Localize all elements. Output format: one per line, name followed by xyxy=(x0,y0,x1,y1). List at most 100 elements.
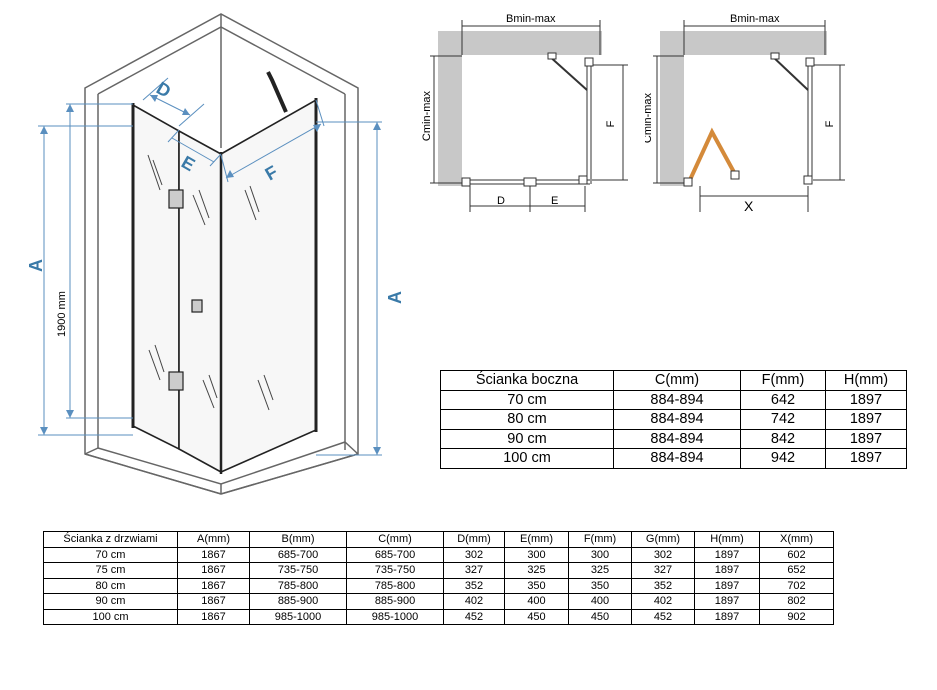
table-cell: 785-800 xyxy=(249,577,347,594)
table-cell: 802 xyxy=(759,593,834,610)
label-A-right: A xyxy=(385,291,405,304)
table-cell: 450 xyxy=(568,608,632,625)
table-cell: 80 cm xyxy=(43,577,178,594)
table-cell: 785-800 xyxy=(346,577,444,594)
table-cell: 702 xyxy=(759,577,834,594)
table-cell: 735-750 xyxy=(346,562,444,579)
upper-hinge-icon xyxy=(168,189,184,209)
isometric-shower-view: D E F A 1900 mm A xyxy=(26,13,405,495)
side-header-cell: C(mm) xyxy=(613,370,741,391)
door-header-cell: E(mm) xyxy=(504,531,569,548)
door-header-cell: D(mm) xyxy=(443,531,505,548)
table-cell: 90 cm xyxy=(43,593,178,610)
table-cell: 985-1000 xyxy=(346,608,444,625)
label-cmin-max-right: Cmin-max xyxy=(645,92,654,143)
side-header-cell: H(mm) xyxy=(825,370,907,391)
door-header-cell: Ścianka z drzwiami xyxy=(43,531,178,548)
table-cell: 885-900 xyxy=(249,593,347,610)
table-cell: 352 xyxy=(631,577,695,594)
hardware xyxy=(168,71,288,391)
label-cmin-max-left: Cmin-max xyxy=(421,90,433,141)
table-cell: 985-1000 xyxy=(249,608,347,625)
label-bmin-max-right: Bmin-max xyxy=(730,13,780,25)
table-cell: 1867 xyxy=(177,562,250,579)
table-row: 80 cm 884-894 742 1897 xyxy=(440,409,907,430)
table-cell: 327 xyxy=(443,562,505,579)
plan-view-left: Bmin-max Cmin-max F D E xyxy=(421,13,628,212)
iso-arrowheads xyxy=(40,95,381,455)
table-cell: 75 cm xyxy=(43,562,178,579)
table-row: 70 cm 884-894 642 1897 xyxy=(440,389,907,410)
table-cell: 90 cm xyxy=(440,428,614,449)
table-cell: 642 xyxy=(740,389,826,410)
label-E-left: E xyxy=(551,195,558,207)
table-cell: 942 xyxy=(740,448,826,469)
door-header-cell: C(mm) xyxy=(346,531,444,548)
table-cell: 1897 xyxy=(694,608,760,625)
table-cell: 400 xyxy=(568,593,632,610)
table-cell: 100 cm xyxy=(440,448,614,469)
table-cell: 1897 xyxy=(694,593,760,610)
table-cell: 1867 xyxy=(177,577,250,594)
table-cell: 350 xyxy=(504,577,569,594)
table-cell: 602 xyxy=(759,546,834,563)
door-header-cell: X(mm) xyxy=(759,531,834,548)
table-cell: 80 cm xyxy=(440,409,614,430)
side-header-cell: F(mm) xyxy=(740,370,826,391)
table-cell: 1897 xyxy=(825,448,907,469)
table-cell: 325 xyxy=(568,562,632,579)
table-cell: 400 xyxy=(504,593,569,610)
table-cell: 302 xyxy=(443,546,505,563)
door-header-cell: A(mm) xyxy=(177,531,250,548)
table-cell: 652 xyxy=(759,562,834,579)
glass-reflections xyxy=(147,154,274,411)
table-cell: 1867 xyxy=(177,608,250,625)
table-cell: 300 xyxy=(504,546,569,563)
stabilizer-bar-icon xyxy=(266,71,288,113)
table-cell: 452 xyxy=(443,608,505,625)
plan-view-right: Bmin-max Cmin-max F X xyxy=(645,13,845,214)
label-F-left: F xyxy=(605,120,617,127)
door-panels xyxy=(131,98,318,474)
table-cell: 352 xyxy=(443,577,505,594)
table-cell: 884-894 xyxy=(613,448,741,469)
table-cell: 1897 xyxy=(694,546,760,563)
table-cell: 100 cm xyxy=(43,608,178,625)
table-cell: 1897 xyxy=(694,562,760,579)
table-cell: 842 xyxy=(740,428,826,449)
table-cell: 450 xyxy=(504,608,569,625)
table-cell: 735-750 xyxy=(249,562,347,579)
lower-hinge-icon xyxy=(168,371,184,391)
folding-door-open-icon xyxy=(687,127,737,183)
door-header-cell: F(mm) xyxy=(568,531,632,548)
table-cell: 885-900 xyxy=(346,593,444,610)
table-row: 90 cm 884-894 842 1897 xyxy=(440,428,907,449)
table-cell: 1897 xyxy=(825,409,907,430)
table-cell: 325 xyxy=(504,562,569,579)
table-cell: 1897 xyxy=(825,389,907,410)
table-row: 100 cm 884-894 942 1897 xyxy=(440,448,907,469)
table-cell: 1867 xyxy=(177,593,250,610)
iso-dimension-lines xyxy=(38,77,382,456)
table-cell: 1867 xyxy=(177,546,250,563)
table-cell: 300 xyxy=(568,546,632,563)
table-cell: 70 cm xyxy=(43,546,178,563)
table-cell: 452 xyxy=(631,608,695,625)
table-cell: 1897 xyxy=(825,428,907,449)
label-height-1900: 1900 mm xyxy=(56,291,68,337)
side-header-cell: Ścianka boczna xyxy=(440,370,614,391)
door-header-cell: B(mm) xyxy=(249,531,347,548)
table-cell: 685-700 xyxy=(249,546,347,563)
table-cell: 685-700 xyxy=(346,546,444,563)
label-bmin-max-left: Bmin-max xyxy=(506,13,556,25)
table-cell: 402 xyxy=(443,593,505,610)
handle-icon xyxy=(191,299,203,313)
table-cell: 70 cm xyxy=(440,389,614,410)
door-table-header-row: Ścianka z drzwiami A(mm) B(mm) C(mm) D(m… xyxy=(43,531,834,548)
table-cell: 884-894 xyxy=(613,409,741,430)
